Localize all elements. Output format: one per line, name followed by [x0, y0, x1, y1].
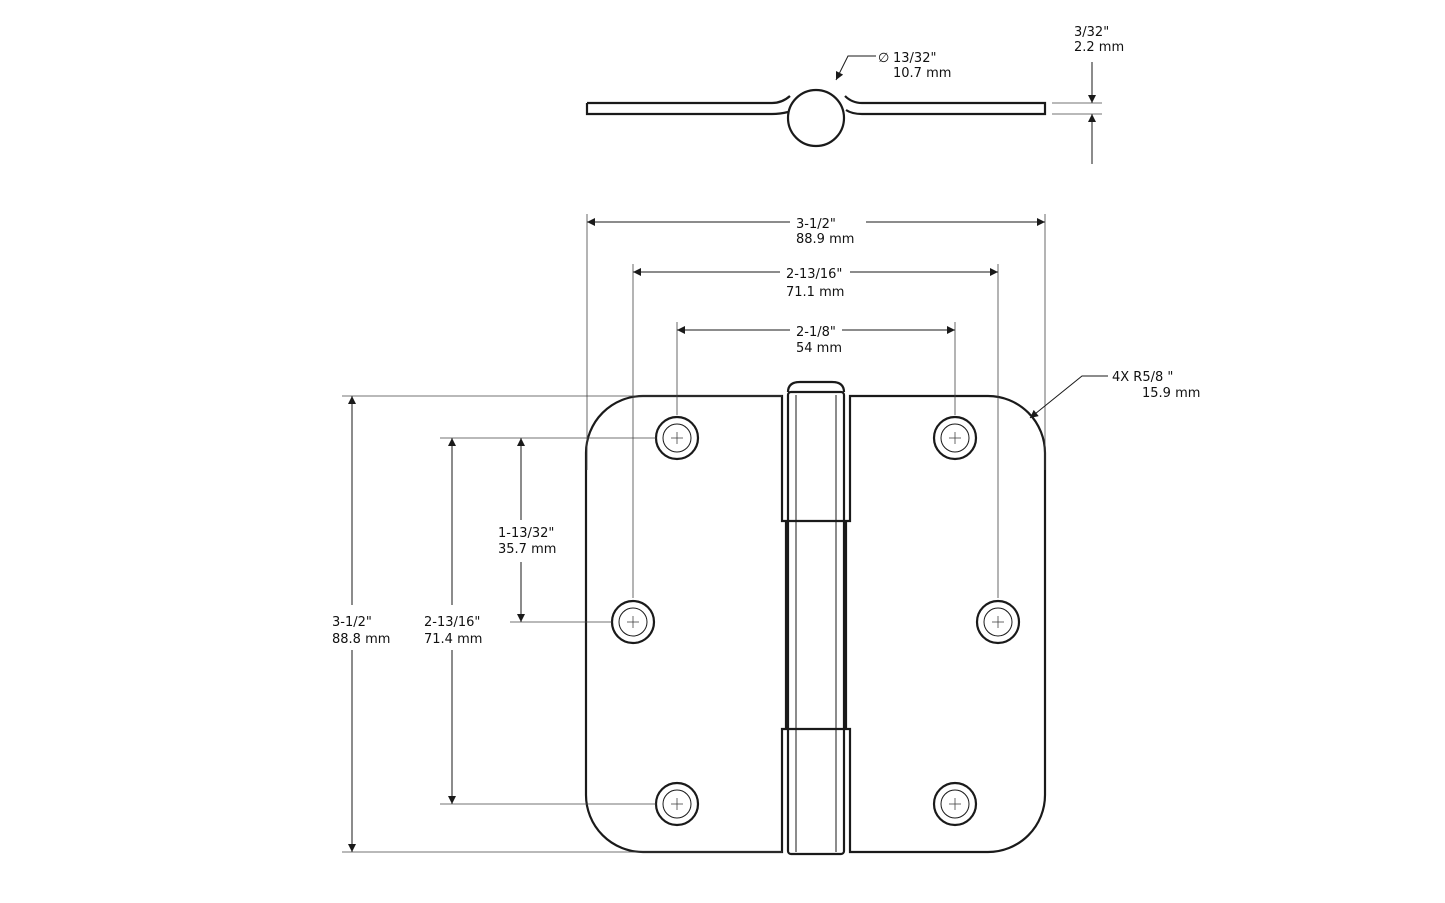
outer-hole-spacing-v-inch: 2-13/16" — [424, 615, 480, 630]
screw-hole-bottom-right — [932, 781, 978, 827]
hole-to-middle-v-inch: 1-13/32" — [498, 526, 554, 541]
side-view-knuckle — [786, 88, 846, 148]
overall-height-inch: 3-1/2" — [332, 615, 372, 630]
dim-outer-hole-spacing-h: 2-13/16" 71.1 mm — [633, 267, 998, 300]
left-leaf — [584, 394, 788, 854]
dim-overall-width: 3-1/2" 88.9 mm — [587, 217, 1045, 247]
corner-radius-inch: 4X R5/8 " — [1112, 370, 1173, 385]
overall-width-inch: 3-1/2" — [796, 217, 836, 232]
pin-cap — [786, 380, 846, 393]
outer-hole-spacing-v-mm: 71.4 mm — [424, 632, 482, 647]
pin-diameter-symbol: ∅ — [878, 51, 889, 66]
overall-height-mm: 88.8 mm — [332, 632, 390, 647]
screw-hole-middle-right — [975, 599, 1021, 645]
side-view-right-leaf — [844, 95, 1047, 116]
screw-hole-middle-left — [610, 599, 656, 645]
corner-radius-mm: 15.9 mm — [1142, 386, 1200, 401]
side-view-left-leaf — [585, 95, 791, 116]
dim-overall-height: 3-1/2" 88.8 mm — [332, 396, 390, 852]
overall-width-mm: 88.9 mm — [796, 232, 854, 247]
outer-hole-spacing-h-mm: 71.1 mm — [786, 285, 844, 300]
corner-radius-callout: 4X R5/8 " 15.9 mm — [1029, 370, 1200, 419]
pin-diameter-inch: 13/32" — [893, 51, 936, 66]
screw-hole-top-left — [654, 415, 700, 461]
inner-hole-spacing-h-inch: 2-1/8" — [796, 325, 836, 340]
extension-lines — [342, 214, 1046, 853]
right-leaf — [844, 394, 1047, 854]
thickness-mm: 2.2 mm — [1074, 40, 1124, 55]
dim-inner-hole-spacing-h: 2-1/8" 54 mm — [677, 325, 955, 356]
knuckle-barrel — [786, 390, 846, 856]
hole-to-middle-v-mm: 35.7 mm — [498, 542, 556, 557]
screw-hole-bottom-left — [654, 781, 700, 827]
dim-outer-hole-spacing-v: 2-13/16" 71.4 mm — [424, 438, 482, 804]
dim-hole-to-middle-v: 1-13/32" 35.7 mm — [498, 438, 556, 622]
screw-hole-top-right — [932, 415, 978, 461]
pin-diameter-leader — [835, 55, 876, 81]
front-view — [584, 380, 1047, 856]
pin-diameter-mm: 10.7 mm — [893, 66, 951, 81]
outer-hole-spacing-h-inch: 2-13/16" — [786, 267, 842, 282]
thickness-inch: 3/32" — [1074, 25, 1109, 40]
side-view: ∅ 13/32" 10.7 mm 3/32" 2.2 mm — [585, 25, 1124, 164]
inner-hole-spacing-h-mm: 54 mm — [796, 341, 842, 356]
